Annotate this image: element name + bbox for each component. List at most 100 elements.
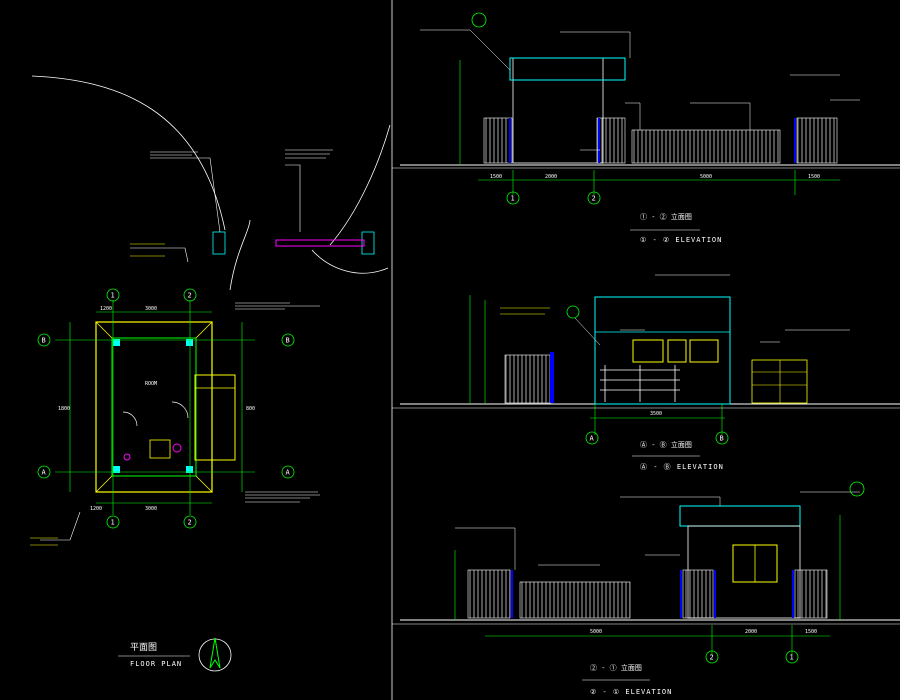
elevation-1-leader-lines [420,29,860,151]
elevation-1-gate [631,129,781,164]
elevation-3-grid-1: 1 [785,650,799,664]
guard-house-inner-wall [111,337,197,477]
elevation-1-label-cn: ① - ② 立面图 [640,212,692,221]
elevation-1-building [512,57,604,164]
svg-text:1: 1 [111,292,115,300]
elevation-2-stair-rails [600,365,680,402]
svg-text:2: 2 [710,654,714,662]
plan-dim-bottom-2: 3000 [145,506,157,512]
elevation-3-dim-3: 1500 [805,629,817,635]
grid-bubble-1-top: 1 [106,288,120,302]
elevation-2-yellow-annotation [500,307,550,315]
svg-text:2: 2 [188,292,192,300]
door-swing-2 [171,401,189,419]
elevation-3-label-en: ② - ① ELEVATION [590,688,672,696]
elevation-3-post-mid [682,569,714,619]
site-arc-lines [31,75,391,291]
elevation-3-post-left [467,569,511,619]
plan-dim-top-1: 1200 [100,306,112,312]
plan-dim-right-1: 800 [246,406,255,412]
gate-pier-right [361,231,375,255]
elevation-2-1-view: 5000 2000 1500 2 1 ② - ① 立面图 ② - ① ELEVA… [400,481,900,696]
grid-bubble-2-top: 2 [183,288,197,302]
elevation-1-dim-1: 1500 [490,174,502,180]
side-platform [194,374,236,461]
elevation-1-post-mid [596,117,626,164]
svg-text:2: 2 [592,195,596,203]
grid-bubble-b-left: B [37,333,51,347]
elevation-2-label-en: Ⓐ - Ⓑ ELEVATION [640,463,724,471]
svg-text:B: B [720,435,724,443]
room-label: ROOM [145,381,157,387]
grid-bubble-1-bottom: 1 [106,515,120,529]
plan-dim-top-2: 3000 [145,306,157,312]
plan-annotation-marks [150,149,333,503]
elevation-1-2-view: 1500 2000 5000 1500 1 2 ① - ② 立面图 ① - ② … [400,12,900,244]
svg-text:B: B [286,337,290,345]
elevation-1-dim-3: 5000 [700,174,712,180]
elevation-1-post-right [796,117,838,164]
elevation-2-leader-lines [574,274,850,346]
elevation-3-dim-lines [454,515,841,655]
floor-plan-title-cn: 平面图 [130,642,157,653]
sink-fixture [123,453,131,461]
elevation-1-detail-bubble [471,12,487,28]
floor-plan-view: ROOM 1200 3000 1200 3000 1800 800 1 2 [30,0,393,700]
elevation-1-grid-1: 1 [506,191,520,205]
north-arrow-icon [198,637,232,672]
floor-plan-title-en: FLOOR PLAN [130,660,182,668]
elevation-2-grid-b: B [715,431,729,445]
elevation-1-post-left [483,117,513,164]
grid-bubble-b-right: B [281,333,295,347]
door-swing [122,411,138,427]
svg-text:2: 2 [188,519,192,527]
elevation-2-fence-right [751,359,808,404]
elevation-2-window-2 [667,339,687,363]
grid-bubble-a-left: A [37,465,51,479]
elevation-2-dim-1: 3500 [650,411,662,417]
elevation-1-blue-pillars [509,118,796,163]
elevation-3-post-right [794,569,828,619]
grid-bubble-a-right: A [281,465,295,479]
elevation-2-fence-rails [752,360,807,403]
svg-text:A: A [590,435,595,443]
elevation-3-label-cn: ② - ① 立面图 [590,663,642,672]
svg-text:1: 1 [111,519,115,527]
plan-dim-bottom-1: 1200 [90,506,102,512]
desk-fixture [149,439,171,459]
elevation-1-grid-2: 2 [587,191,601,205]
elevation-2-grid-a: A [585,431,599,445]
svg-text:B: B [42,337,46,345]
elevation-3-grid-2: 2 [705,650,719,664]
elevation-3-detail-bubble [849,481,865,497]
elevation-1-roof [509,57,626,81]
elevation-3-leader-lines [455,491,860,570]
elevation-2-post [550,352,554,403]
elevation-2-fence-left [504,354,552,404]
plan-leader-lines [40,157,320,541]
elevation-2-building [594,296,731,405]
svg-text:1: 1 [511,195,515,203]
elevation-3-dim-2: 2000 [745,629,757,635]
chamfer-corners [95,321,213,493]
guard-house-outer-wall [95,321,213,493]
plan-dimension-lines [55,300,255,515]
elevation-3-dim-1: 5000 [590,629,602,635]
elevation-2-label-cn: Ⓐ - Ⓑ 立面图 [640,440,692,449]
toilet-fixture [172,443,182,453]
elevation-1-label-en: ① - ② ELEVATION [640,236,722,244]
elevation-3-roof [679,505,801,527]
elevation-1-dim-lines [459,60,840,195]
plan-dim-left-1: 1800 [58,406,70,412]
elevation-2-window-3 [689,339,719,363]
plan-yellow-annotation-marks [30,243,165,546]
svg-text:1: 1 [790,654,794,662]
elevation-2-window-1 [632,339,664,363]
svg-text:A: A [286,469,291,477]
gate-track [275,239,365,247]
grid-bubble-2-bottom: 2 [183,515,197,529]
gate-pier-left [212,231,226,255]
elevation-2-dim-lines [469,295,725,435]
svg-text:A: A [42,469,47,477]
elevation-1-dim-2: 2000 [545,174,557,180]
